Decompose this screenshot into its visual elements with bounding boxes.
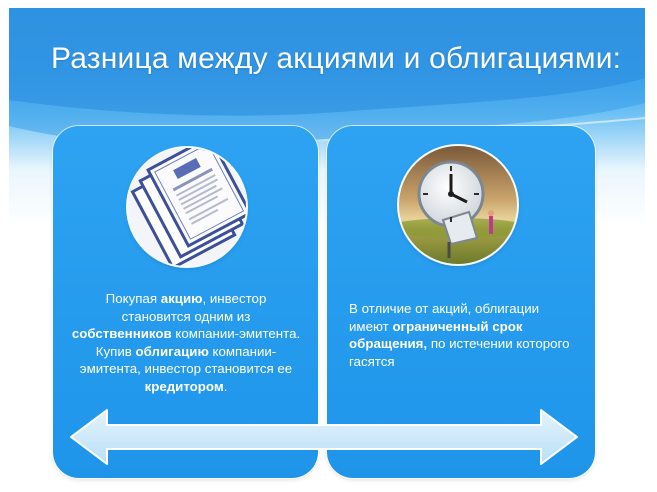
bond-certificates-icon bbox=[128, 148, 246, 266]
stock-text-part: компании-эмитента. Купив bbox=[95, 326, 301, 359]
bond-certificates-image bbox=[128, 148, 246, 266]
stock-text-part: компании-эмитента, инвестор становится е… bbox=[79, 343, 293, 377]
bond-text-part: В отличие от акций, облигации имеют bbox=[349, 301, 540, 334]
melting-clock-image bbox=[399, 146, 517, 264]
stock-text-part: , инвестор становится одним из bbox=[121, 291, 267, 324]
owners-term: собственников bbox=[71, 326, 172, 341]
header-wave bbox=[9, 8, 645, 159]
creditor-term: кредитором bbox=[144, 378, 224, 394]
bond-description: В отличие от акций, облигации имеют огра… bbox=[349, 300, 575, 370]
bond-term: облигацию bbox=[135, 343, 209, 359]
melting-clock-icon bbox=[399, 146, 517, 264]
stock-term: акцию bbox=[160, 291, 203, 306]
bond-text-part: по истечении которого гасятся bbox=[349, 336, 570, 369]
slide: Разница между акциями и облигациями: bbox=[9, 8, 645, 485]
stock-description: Покупая акцию, инвестор становится одним… bbox=[71, 290, 301, 395]
stock-text-part: Покупая bbox=[105, 291, 161, 306]
double-headed-arrow-icon bbox=[70, 409, 578, 465]
limited-term: ограниченный срок обращения, bbox=[349, 318, 523, 352]
stock-text-part: . bbox=[223, 378, 228, 394]
slide-title: Разница между акциями и облигациями: bbox=[51, 42, 622, 75]
